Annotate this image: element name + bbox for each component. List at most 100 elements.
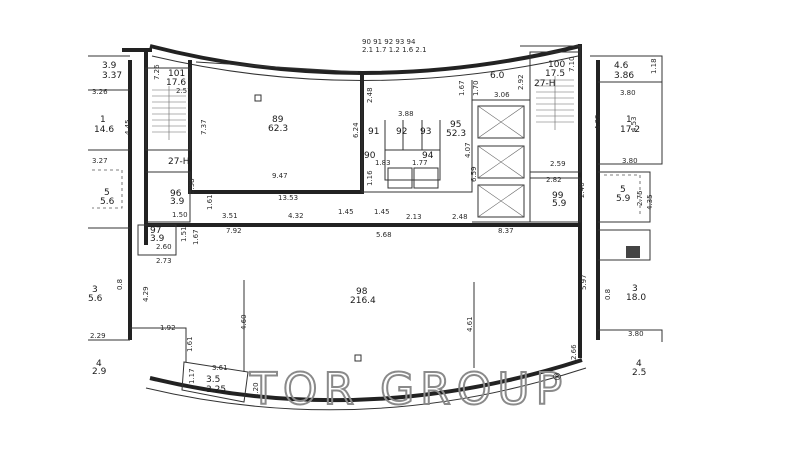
dimension: 3.27 [92,157,108,165]
core-walls [361,80,473,193]
column-marker [254,94,262,102]
dimension: 1.92 [160,324,176,332]
left-stair-room [145,67,191,151]
wc-stalls [387,167,439,189]
header-room-numbers: 90 91 92 93 94 [362,38,416,46]
room-area: 52.3 [446,129,466,139]
room-number: 3 [92,285,98,295]
dimension: 2.57 [176,87,192,95]
room-area: 3.25 [206,385,226,395]
column-marker [354,354,362,362]
stair-label-right: 27-H [534,79,555,89]
dimension: 7.10 [568,56,576,72]
wc-partitions [385,120,440,151]
room-area: 3.9 [170,197,185,207]
room-area: 17.2 [620,125,640,135]
dimension: 1.83 [375,159,391,167]
room-r5-walls [598,171,651,223]
hall-98-left-step [130,327,187,362]
dimension: 0.8 [604,289,612,300]
room-number: 3.9 [102,61,117,71]
elevator-cross [477,105,525,218]
stair-label-left: 27-H [168,157,189,167]
dimension: 4.32 [288,212,304,220]
registered-mark: ® [552,372,562,383]
dimension: 1.67 [458,80,466,96]
room-number: 4 [96,359,102,369]
room-number: 101 [168,69,185,79]
room-r1-walls [598,81,663,165]
dimension: 13.53 [278,194,298,202]
room-number: 4 [636,359,642,369]
dimension: 1.77 [412,159,428,167]
dimension: 2.75 [636,190,644,206]
dimension: 3.80 [622,157,638,165]
dimension-labels: 7.26 2.57 3.26 4.45 7.37 3.27 9.47 13.53… [90,56,658,398]
dimension: 4.45 [124,119,132,135]
room-r3-bottom [598,329,663,342]
room-3-5-walls [181,361,249,403]
dimension: 1.45 [338,208,354,216]
dimension: 2.29 [90,332,106,340]
room-area: 5.9 [552,199,567,209]
dimension: 4.60 [240,314,248,330]
dimension: 1.51 [180,226,188,242]
dimension: 8.37 [498,227,514,235]
dimension: 1.50 [172,211,188,219]
room-number: 89 [272,115,284,125]
room-l5-dashed [92,169,123,209]
room-number: 5 [104,188,110,198]
room-number: 5 [620,185,626,195]
left-stair-treads [152,86,186,140]
dimension: 5.97 [580,274,588,290]
room-number: 4.6 [614,61,629,71]
dimension: 0.8 [116,279,124,290]
dimension: 4.07 [464,142,472,158]
room-89-top [195,61,359,73]
stair-treads [152,76,574,140]
dimension: 2.13 [406,213,422,221]
room-area: 3.86 [614,71,634,81]
dimension: 3.80 [620,89,636,97]
dimension: 2.92 [517,74,525,90]
dimension: 9.47 [272,172,288,180]
dimension: 1.17 [188,368,196,384]
left-room-dividers [88,55,130,341]
dimension: 3.88 [398,110,414,118]
room-number: 3 [632,284,638,294]
room-area: 3.37 [102,71,122,81]
dimension: 2.59 [550,160,566,168]
dimension: 2.66 [570,344,578,360]
elevator-car [477,105,525,139]
room-area: 17.6 [166,78,186,88]
dimension: 7.26 [153,64,161,80]
elevator-car [477,145,525,179]
room-area: 5.6 [88,294,103,304]
room-number: 96 [170,189,182,199]
dimension: 3.51 [222,212,238,220]
dimension: 3.26 [92,88,108,96]
room-number: 6.0 [490,71,505,81]
room-number: 100 [548,60,565,70]
room-area: 5.6 [100,197,115,207]
right-stair-treads [536,76,574,130]
dimension: 2.48 [366,87,374,103]
dimension: 1.45 [374,208,390,216]
room-r4-walls [598,229,651,261]
dimension: 2.60 [156,243,172,251]
dimension: 3.06 [494,91,510,99]
hall-columns [243,280,475,372]
room-area: 216.4 [350,296,376,306]
dimension: 5.68 [376,231,392,239]
dimension: 1.70 [472,80,480,96]
dimension: 3.80 [628,330,644,338]
room-area: 2.9 [92,367,107,377]
dimension: 1.16 [366,170,374,186]
header-room-areas: 2.1 1.7 1.2 1.6 2.1 [362,46,427,54]
room-number: 91 [368,127,379,137]
curved-facade-bottom [149,358,583,403]
room-number: 90 [364,151,376,161]
curved-facade-bottom-outer [145,367,587,411]
room-number: 97 [150,226,161,236]
